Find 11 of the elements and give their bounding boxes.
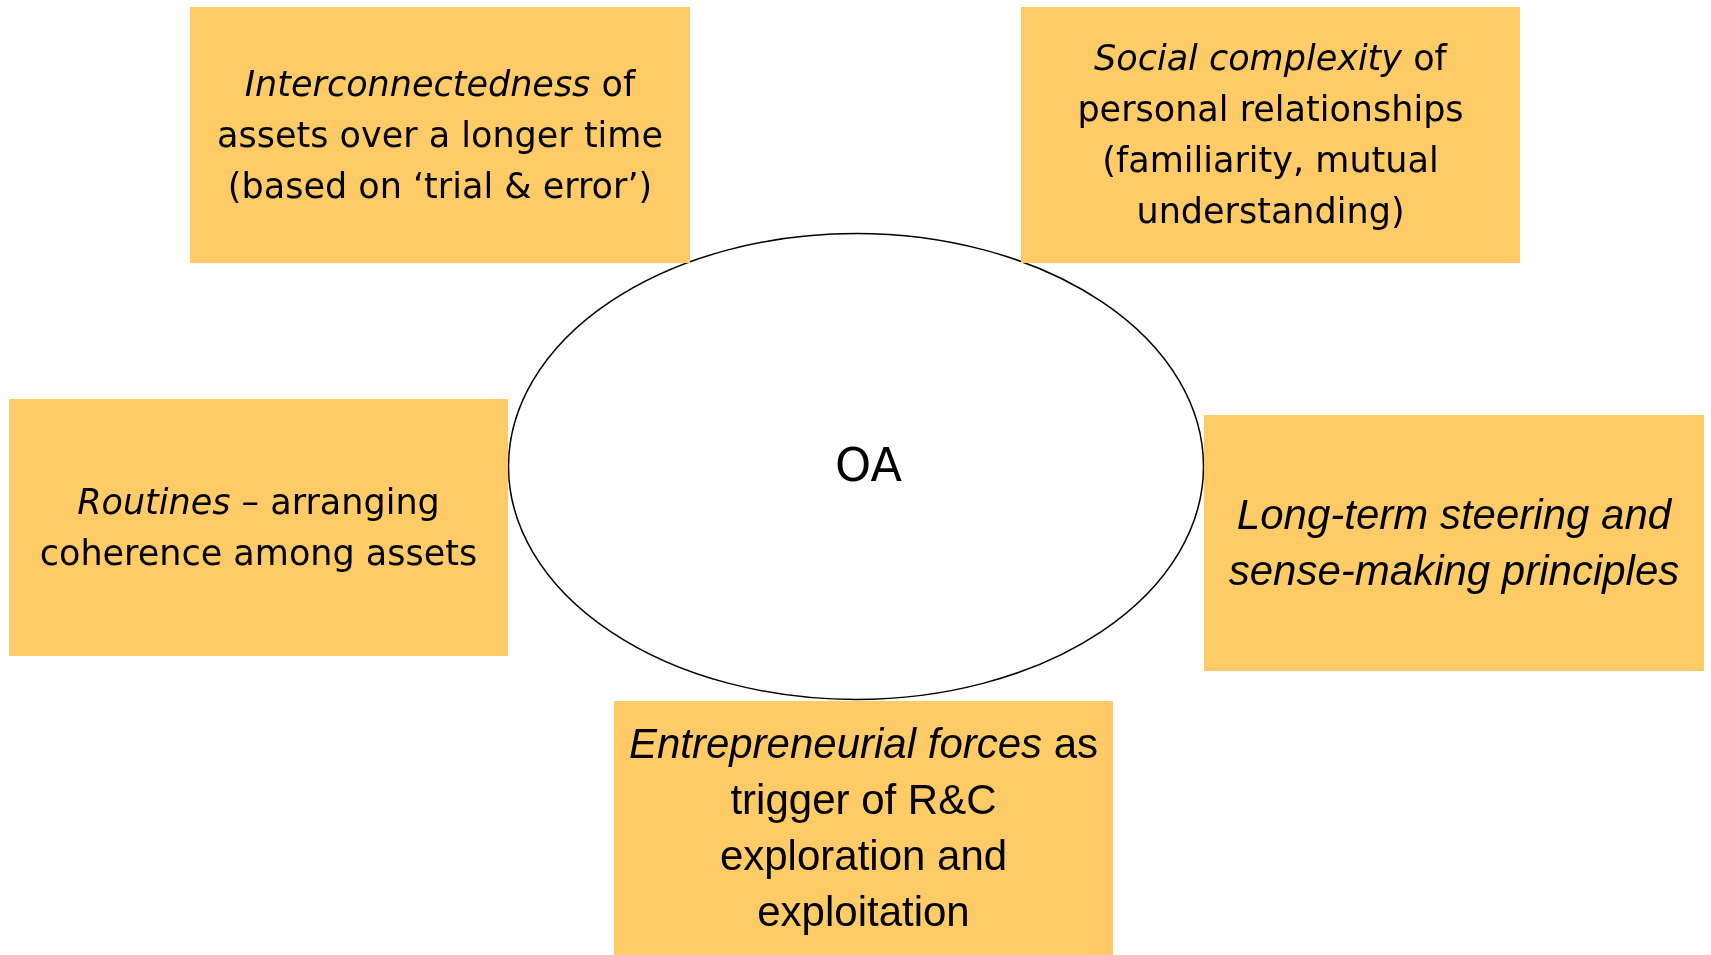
- concept-box: [190, 7, 690, 263]
- concept-box: [1021, 7, 1520, 263]
- concept-box: [9, 399, 508, 656]
- concept-text: Interconnectedness of assets over a longer time (based on ‘trial & error’): [216, 62, 664, 208]
- concept-text: Long-term steering and sense-making principles: [1227, 490, 1681, 596]
- center-label: OA: [835, 440, 902, 491]
- concept-box: [614, 701, 1113, 955]
- concept-text: Social complexity of personal relationships (familiarity, mutual understanding): [1076, 37, 1465, 233]
- concept-text: Routines – arranging coherence among assets: [39, 480, 478, 575]
- concept-text: Entrepreneurial forces as trigger of R&C exploration and exploitation: [627, 719, 1100, 937]
- concept-box: [1204, 415, 1704, 671]
